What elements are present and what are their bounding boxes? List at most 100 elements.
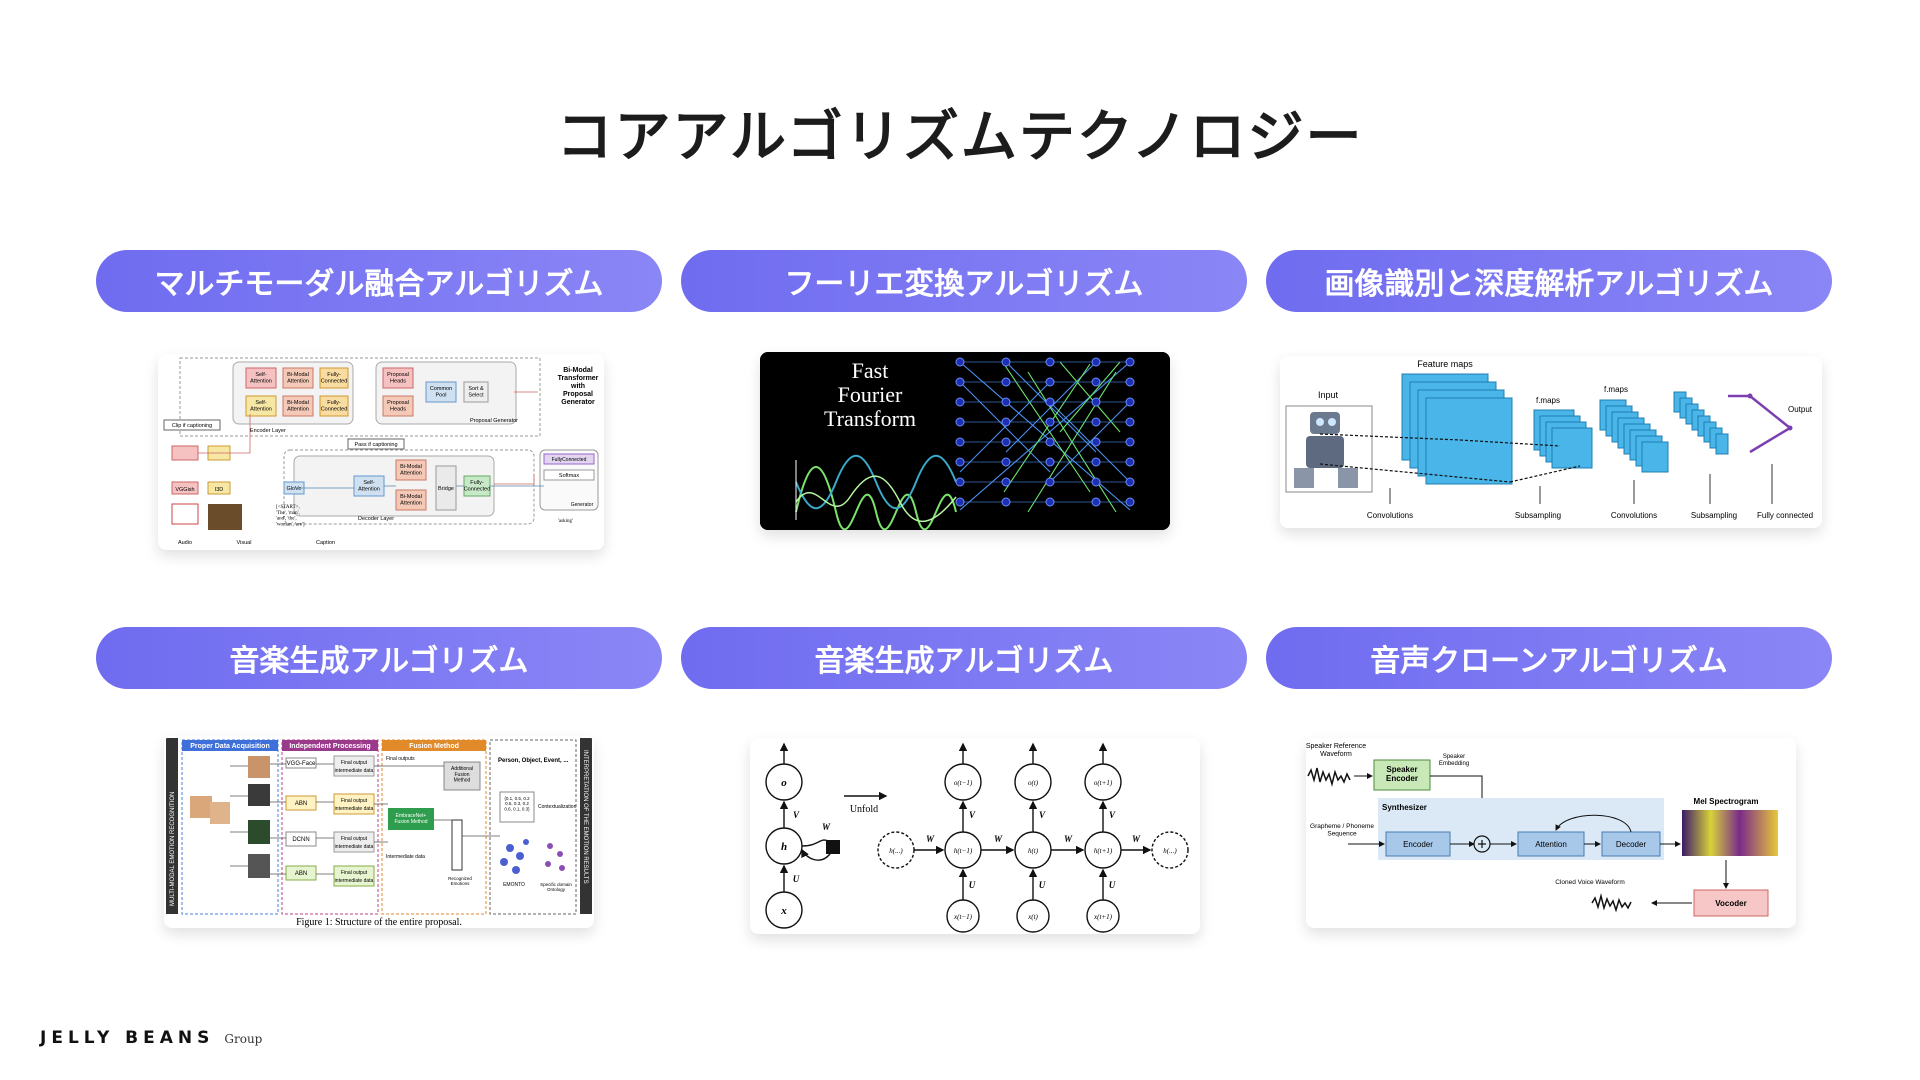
node-x-t-minus-1: x(t−1) bbox=[953, 913, 973, 921]
fft-title-line-1: Fast bbox=[852, 358, 889, 383]
fully-connected-label-3: Fully-Connected bbox=[464, 480, 491, 492]
specific-ontology-icon bbox=[545, 843, 565, 871]
proposal-generator-label: Proposal Generator bbox=[470, 418, 518, 424]
header-fusion-method: Fusion Method bbox=[409, 743, 459, 750]
weight-w-4: W bbox=[1132, 834, 1141, 844]
card-label-music-generation-1: 音楽生成アルゴリズム bbox=[96, 627, 662, 689]
side-label-left: MULTI-MODAL EMOTION RECOGNITION bbox=[170, 792, 176, 906]
weight-u-3: U bbox=[1109, 880, 1116, 890]
final-output-label-2: Final output bbox=[341, 798, 368, 804]
vggish-label: VGGish bbox=[175, 487, 194, 493]
intermediate-data-label-1: intermediate data bbox=[335, 768, 374, 774]
fmaps-stack-2 bbox=[1599, 399, 1669, 473]
face-photo-4 bbox=[248, 784, 270, 806]
weight-v: V bbox=[793, 810, 800, 820]
node-o-t-minus-1: o(t−1) bbox=[954, 779, 973, 787]
fully-connected-label-1: Fully-Connected bbox=[321, 372, 348, 384]
face-photo-1 bbox=[190, 796, 212, 818]
intermediate-data-label-3: intermediate data bbox=[335, 844, 374, 850]
synthesizer-label: Synthesizer bbox=[1382, 803, 1427, 812]
card-label-fourier: フーリエ変換アルゴリズム bbox=[681, 250, 1247, 312]
footer-logo: JELLY BEANS Group bbox=[40, 1028, 262, 1048]
sort-select-label: Sort &Select bbox=[468, 386, 484, 398]
abn-label-2: ABN bbox=[295, 871, 307, 877]
weight-w: W bbox=[822, 822, 831, 832]
fft-title-line-2: Fourier bbox=[838, 382, 903, 407]
intermediate-data-fusion-label: Intermediate data bbox=[386, 854, 425, 860]
node-o-t-plus-1: o(t+1) bbox=[1094, 779, 1113, 787]
unfold-label: Unfold bbox=[850, 804, 878, 815]
node-x-t-plus-1: x(t+1) bbox=[1093, 913, 1113, 921]
feature-maps-stack bbox=[1401, 373, 1513, 485]
rnn-unfolded bbox=[877, 742, 1189, 933]
card-label-multimodal: マルチモーダル融合アルゴリズム bbox=[96, 250, 662, 312]
contextualization-label: Contextualization bbox=[538, 804, 577, 810]
cloned-waveform-icon bbox=[1591, 893, 1632, 913]
vgg-face-label: VGG-Face bbox=[287, 761, 316, 767]
mel-spectrogram-label: Mel Spectrogram bbox=[1694, 797, 1759, 806]
butterfly-network bbox=[959, 361, 1131, 513]
face-photo-2 bbox=[210, 802, 230, 824]
card-label-voice-clone: 音声クローンアルゴリズム bbox=[1266, 627, 1832, 689]
node-h: h bbox=[781, 841, 787, 853]
dcnn-label: DCNN bbox=[292, 837, 309, 843]
attention-label: Attention bbox=[1535, 840, 1567, 849]
encoder-layer-label: Encoder Layer bbox=[250, 428, 286, 434]
face-photo-3 bbox=[248, 756, 270, 778]
decoder-label: Decoder bbox=[1616, 840, 1647, 849]
caption-tokens: [<START>,'The', 'man','and', 'the','woma… bbox=[276, 505, 305, 527]
input-label: Input bbox=[1318, 390, 1339, 400]
node-o-t: o(t) bbox=[1028, 779, 1039, 787]
person-object-event-label: Person, Object, Event, ... bbox=[498, 758, 569, 764]
card-label-image-recognition: 画像識別と深度解析アルゴリズム bbox=[1266, 250, 1832, 312]
final-output-label-1: Final output bbox=[341, 760, 368, 766]
brand-name: JELLY BEANS bbox=[40, 1028, 215, 1048]
rnn-folded bbox=[765, 742, 831, 929]
node-h-t-minus-1: h(t−1) bbox=[954, 847, 973, 855]
side-label-right: INTERPRETATION OF THE EMOTION RESULTS bbox=[582, 750, 588, 884]
convolutions-label-1: Convolutions bbox=[1367, 511, 1413, 520]
abn-label-1: ABN bbox=[295, 801, 307, 807]
emotion-recognition-diagram: MULTI-MODAL EMOTION RECOGNITION INTERPRE… bbox=[166, 738, 592, 928]
fmaps-stack-3 bbox=[1673, 391, 1729, 455]
figure-fast-fourier-transform: Fast Fourier Transform bbox=[760, 352, 1170, 530]
fmaps-label-1: f.maps bbox=[1536, 396, 1560, 405]
brand-group: Group bbox=[224, 1032, 263, 1046]
node-h-dots-right: h(...) bbox=[1163, 847, 1177, 855]
fft-diagram: Fast Fourier Transform bbox=[760, 352, 1170, 530]
decoder-layer-label: Decoder Layer bbox=[358, 516, 394, 522]
weight-w-3: W bbox=[1064, 834, 1073, 844]
node-x-t: x(t) bbox=[1027, 913, 1038, 921]
softmax-label: Softmax bbox=[559, 473, 579, 479]
figure-emotion-recognition: MULTI-MODAL EMOTION RECOGNITION INTERPRE… bbox=[164, 736, 594, 928]
intermediate-data-label-4: intermediate data bbox=[335, 878, 374, 884]
weight-u: U bbox=[793, 874, 800, 884]
mel-spectrogram-image bbox=[1682, 810, 1778, 856]
self-attention-label-2: Self-Attention bbox=[250, 400, 272, 412]
fully-connected-label-2: Fully-Connected bbox=[321, 400, 348, 412]
figure-cnn: Input Feature maps f.maps f.maps Output … bbox=[1280, 356, 1822, 528]
weight-v-3: V bbox=[1109, 810, 1116, 820]
node-h-t-plus-1: h(t+1) bbox=[1094, 847, 1113, 855]
video-frames-icon bbox=[208, 504, 242, 530]
figure-rnn-unfold: o h x V U W Unfold h(...) h(...) o(t−1) … bbox=[750, 738, 1200, 934]
visual-label: Visual bbox=[237, 540, 252, 546]
audio-label: Audio bbox=[178, 540, 192, 546]
self-attention-label-3: Self-Attention bbox=[358, 480, 380, 492]
weight-u-1: U bbox=[969, 880, 976, 890]
